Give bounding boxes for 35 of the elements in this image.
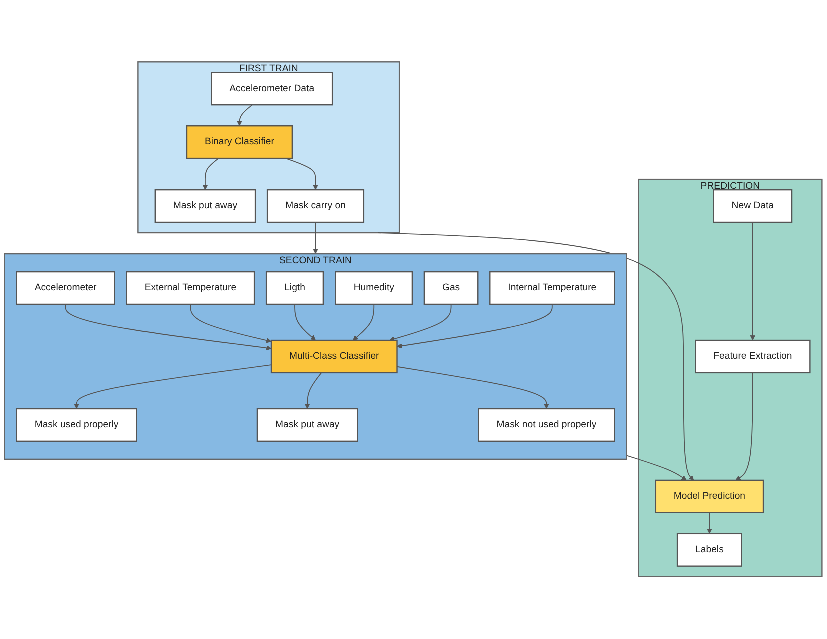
node-box: Mask put away (256, 408, 358, 442)
node-box: Model Prediction (655, 480, 764, 514)
node-box: Humedity (335, 271, 414, 306)
node-box: Labels (676, 533, 742, 567)
arrow (313, 222, 318, 254)
arrow (237, 104, 253, 126)
node-box: Internal Temperature (490, 271, 616, 306)
node-box: Accelerometer Data (211, 72, 334, 106)
node-box: Ligth (266, 271, 324, 306)
node-box: Mask put away (154, 189, 256, 224)
arrow (378, 232, 694, 481)
arrow (626, 455, 687, 481)
arrow (190, 304, 272, 344)
node-box: New Data (713, 189, 793, 224)
node-box: Multi-Class Classifier (270, 340, 398, 374)
node-box: Gas (424, 271, 479, 306)
node-box: Mask not used properly (478, 408, 616, 442)
node-box: Feature Extraction (695, 340, 811, 374)
arrow (202, 158, 220, 190)
node-box: Mask carry on (266, 189, 365, 224)
arrow (707, 512, 712, 534)
arrow (736, 372, 754, 481)
arrow (304, 372, 322, 410)
arrow (397, 304, 553, 349)
node-box: Mask used properly (16, 408, 138, 442)
arrow (352, 304, 375, 341)
node-box: Binary Classifier (186, 126, 294, 160)
node-box: External Temperature (126, 271, 256, 306)
arrow (74, 364, 272, 410)
arrow (65, 304, 272, 351)
node-box: Accelerometer (16, 271, 116, 306)
arrow (390, 304, 452, 342)
arrow (750, 222, 756, 341)
arrow (294, 304, 316, 341)
arrow (396, 366, 550, 410)
